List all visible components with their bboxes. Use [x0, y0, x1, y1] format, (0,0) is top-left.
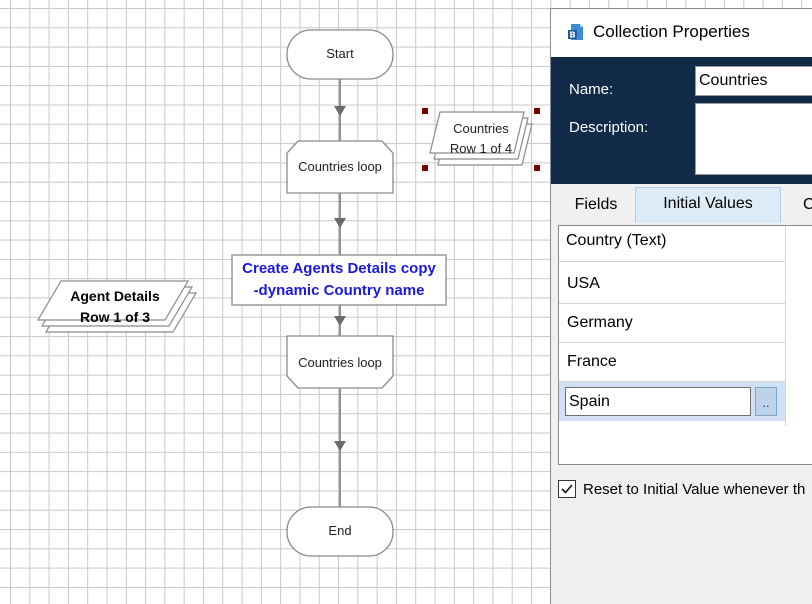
collection-properties-dialog: B Collection Properties Name: Descriptio…	[550, 8, 812, 604]
end-stage[interactable]	[286, 506, 394, 557]
start-stage[interactable]	[286, 29, 394, 80]
selection-handle[interactable]	[422, 108, 428, 114]
svg-text:B: B	[569, 31, 575, 40]
initial-values-grid[interactable]: Country (Text) USA Germany France Spain …	[558, 225, 812, 465]
start-label: Start	[326, 46, 354, 61]
description-field[interactable]	[695, 103, 812, 175]
countries-collection-row: Row 1 of 4	[449, 141, 513, 156]
countries-collection-stage[interactable]	[429, 111, 533, 166]
agent-details-collection-stage[interactable]	[36, 280, 198, 333]
grid-row-editing[interactable]: Spain ..	[559, 382, 785, 421]
selection-handle[interactable]	[422, 165, 428, 171]
loop-end-label: Countries loop	[298, 355, 382, 370]
name-label: Name:	[569, 81, 614, 98]
dialog-title: Collection Properties	[593, 22, 750, 41]
agent-details-collection-label: Agent Details Row 1 of 3	[40, 286, 190, 328]
grid-row[interactable]: France	[559, 343, 785, 382]
loop-end-stage[interactable]	[286, 335, 394, 389]
name-field[interactable]: Countries	[695, 66, 812, 96]
ellipsis-button[interactable]: ..	[755, 387, 777, 416]
action-label-line1: Create Agents Details copy	[242, 260, 436, 277]
reset-option[interactable]: Reset to Initial Value whenever th	[558, 480, 812, 502]
tab-fields[interactable]: Fields	[574, 196, 618, 213]
tab-truncated[interactable]: C	[803, 196, 812, 213]
loop-start-label: Countries loop	[298, 159, 382, 174]
selection-handle[interactable]	[534, 165, 540, 171]
checkmark-icon	[561, 484, 573, 494]
tab-initial-values[interactable]: Initial Values	[635, 187, 781, 223]
end-label: End	[328, 523, 352, 538]
agent-details-collection-row: Row 1 of 3	[79, 309, 150, 325]
tabstrip: Fields Initial Values C	[551, 187, 812, 223]
arrowhead	[334, 441, 346, 451]
reset-checkbox[interactable]	[558, 480, 576, 498]
grid-cell-editor[interactable]: Spain	[565, 387, 751, 416]
grid-column-divider	[785, 226, 786, 426]
agent-details-collection-name: Agent Details	[70, 288, 160, 304]
dialog-titlebar[interactable]: B Collection Properties	[551, 9, 812, 57]
arrowhead	[334, 316, 346, 326]
action-stage[interactable]	[231, 254, 447, 306]
selection-handle[interactable]	[534, 108, 540, 114]
countries-collection-name: Countries	[453, 121, 509, 136]
arrowhead	[334, 106, 346, 116]
grid-column-header[interactable]: Country (Text)	[559, 226, 785, 262]
grid-row[interactable]: Germany	[559, 304, 785, 343]
reset-label: Reset to Initial Value whenever th	[583, 481, 806, 498]
action-label: Create Agents Details copy -dynamic Coun…	[232, 258, 446, 302]
arrowhead	[334, 218, 346, 228]
description-label: Description:	[569, 119, 649, 136]
action-label-line2: -dynamic Country name	[253, 282, 425, 299]
countries-collection-label: Countries Row 1 of 4	[430, 119, 532, 159]
grid-row[interactable]: USA	[559, 265, 785, 304]
blueprism-collection-icon: B	[568, 24, 583, 40]
loop-start-stage[interactable]	[286, 140, 394, 194]
